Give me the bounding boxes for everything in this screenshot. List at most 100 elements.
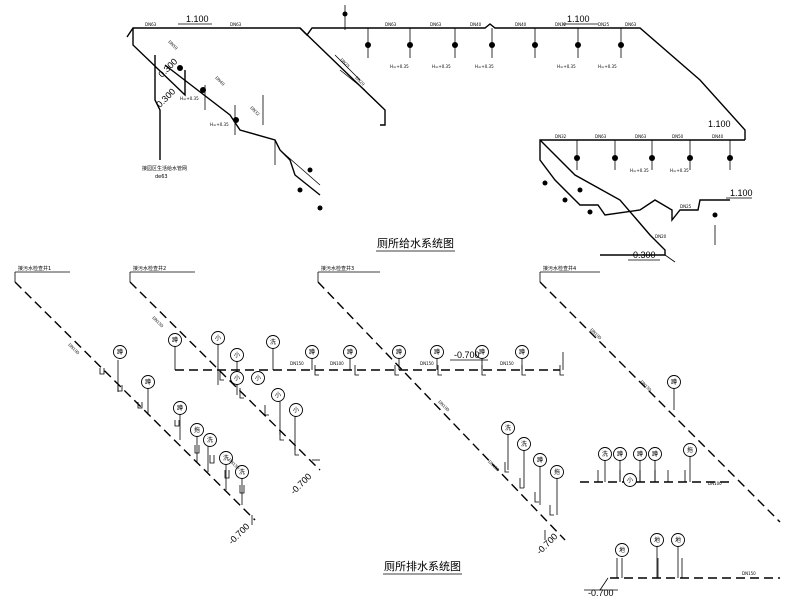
svg-text:H=+0.35: H=+0.35 [475, 64, 494, 69]
svg-text:DN100: DN100 [67, 342, 81, 356]
fixture-symbol-label: 蹲 [145, 378, 151, 386]
svg-text:DN25: DN25 [339, 57, 351, 69]
supply-pipe-size-labels: DN63 DN63 DN63 DN63 DN40 DN40 DN32 DN25 … [145, 22, 724, 239]
svg-text:H=+0.35: H=+0.35 [432, 64, 451, 69]
fixture-symbol [501, 421, 515, 435]
drain-pipe-3 [317, 281, 566, 541]
svg-text:DN150: DN150 [420, 361, 434, 366]
svg-text:DN32: DN32 [555, 134, 567, 139]
fixture-symbol-label: 地 [675, 536, 681, 544]
supply-branch [334, 54, 361, 81]
fixture-symbol-label: 蹲 [309, 348, 315, 356]
svg-text:H=+0.35: H=+0.35 [557, 64, 576, 69]
fixture-symbol-label: 小 [255, 374, 261, 382]
supply-inlet-note: 接园区生活给水管网 [142, 165, 187, 172]
svg-text:接污水检查井1: 接污水检查井1 [18, 265, 51, 272]
svg-text:DN40: DN40 [214, 75, 226, 87]
fixture-symbol [203, 433, 217, 447]
svg-text:DN40: DN40 [712, 134, 724, 139]
svg-text:DN50: DN50 [167, 39, 179, 51]
svg-text:接污水检查井2: 接污水检查井2 [133, 265, 166, 272]
fixture-symbol [173, 401, 187, 415]
fixture-symbol [648, 447, 662, 461]
drainage-system: 接污水检查井1 接污水检查井2 接污水检查井3 接污水检查井4 [14, 265, 781, 598]
svg-text:DN100: DN100 [437, 399, 451, 413]
fixture-symbol [613, 447, 627, 461]
fixture-symbol-label: 小 [275, 391, 281, 399]
svg-text:DN63: DN63 [595, 134, 607, 139]
supply-elev-top-left: 1.100 [186, 14, 209, 24]
fixture-symbol-label: 蹲 [652, 450, 658, 458]
supply-elev-bottom: 0.300 [633, 250, 656, 260]
supply-elev-right-lower: 1.100 [730, 188, 753, 198]
supply-branch-drop [279, 149, 321, 186]
supply-fixture-drops [204, 5, 731, 245]
fixture-symbol [190, 423, 204, 437]
fixture-symbol-label: 小 [293, 406, 299, 414]
supply-branch [339, 69, 366, 91]
fixture-symbol-label: 蹲 [117, 348, 123, 356]
fixture-symbol-label: 蹲 [479, 348, 485, 356]
svg-text:接污水检查井4: 接污水检查井4 [543, 265, 576, 272]
fixture-symbol-label: 蹲 [347, 348, 353, 356]
fixture-symbol [683, 443, 697, 457]
supply-title: 厕所给水系统图 [377, 237, 454, 250]
svg-text:DN63: DN63 [385, 22, 397, 27]
svg-text:DN32: DN32 [555, 22, 567, 27]
fixture-symbol [343, 345, 357, 359]
svg-text:DN150: DN150 [639, 379, 653, 393]
supply-elev-top-right: 1.100 [567, 14, 590, 24]
svg-text:DN20: DN20 [655, 234, 667, 239]
supply-right-bottom [539, 139, 666, 256]
fixture-symbol [515, 345, 529, 359]
fixture-symbol-label: 地 [654, 536, 660, 544]
fixture-symbol [598, 447, 612, 461]
svg-text:H=+0.35: H=+0.35 [210, 122, 229, 127]
svg-text:H=+0.35: H=+0.35 [598, 64, 617, 69]
fixture-symbol-label: 蹲 [537, 456, 543, 464]
fixture-symbol-label: 蹲 [519, 348, 525, 356]
supply-branch [664, 254, 676, 263]
fixture-symbol-label: 蹲 [177, 404, 183, 412]
svg-text:DN20: DN20 [354, 75, 366, 87]
svg-text:DN63: DN63 [430, 22, 442, 27]
supply-elev-diag2: 0.300 [154, 86, 177, 109]
svg-text:DN63: DN63 [145, 22, 157, 27]
fixture-symbol [671, 533, 685, 547]
drain-elev-right: -0.700 [534, 531, 559, 556]
fixture-symbol [266, 335, 280, 349]
svg-text:DN150: DN150 [742, 571, 756, 576]
svg-text:H=+0.35: H=+0.35 [180, 96, 199, 101]
drain-pipe-2 [129, 281, 321, 471]
svg-text:DN40: DN40 [515, 22, 527, 27]
fixture-symbol [623, 473, 637, 487]
fixture-symbol-label: 蹲 [671, 378, 677, 386]
fixture-symbol-label: 蹲 [434, 348, 440, 356]
fixture-symbol-label: 拖 [194, 426, 200, 434]
drain-fixture-drops [117, 342, 691, 591]
svg-text:DN150: DN150 [290, 361, 304, 366]
fixture-symbol-label: 蹲 [172, 336, 178, 344]
fixture-symbol [235, 465, 249, 479]
svg-text:DN150: DN150 [500, 361, 514, 366]
fixture-symbol-label: 洗 [207, 436, 213, 444]
fixture-symbol [271, 388, 285, 402]
svg-text:接污水检查井3: 接污水检查井3 [321, 265, 354, 272]
fixture-symbol [533, 453, 547, 467]
supply-valve-dots [177, 11, 733, 218]
fixture-symbol [392, 345, 406, 359]
drainage-title: 厕所排水系统图 [384, 559, 461, 573]
fixture-symbol-label: 拖 [554, 468, 560, 476]
svg-text:DN40: DN40 [470, 22, 482, 27]
svg-text:DN150: DN150 [151, 315, 165, 329]
fixture-symbol-label: 洗 [223, 454, 229, 462]
svg-text:DN100: DN100 [330, 361, 344, 366]
svg-text:H=+0.35: H=+0.35 [390, 64, 409, 69]
fixture-symbol-label: 地 [619, 546, 625, 554]
fixture-symbol-label: 洗 [602, 450, 608, 458]
fixture-symbol [113, 345, 127, 359]
fixture-symbol-label: 小 [234, 351, 240, 359]
fixture-symbol [289, 403, 303, 417]
drain-pipe-4 [539, 281, 781, 523]
